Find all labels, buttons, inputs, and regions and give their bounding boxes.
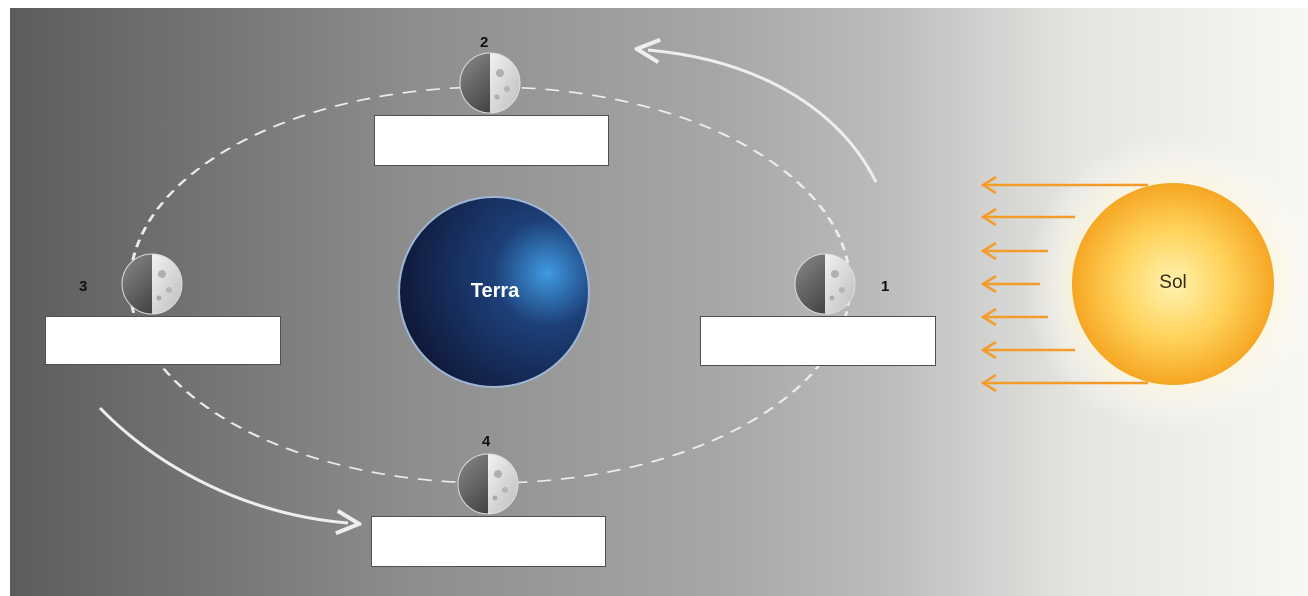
moon-2-number: 2 <box>480 34 489 51</box>
moon-2 <box>459 52 521 114</box>
moon-1 <box>794 253 856 315</box>
sun-light-rays <box>980 175 1148 393</box>
sun-label: Sol <box>1159 272 1187 293</box>
moon-1-number: 1 <box>881 278 890 295</box>
light-ray-arrow <box>980 207 1075 227</box>
moon-1-answer-box[interactable] <box>700 316 936 366</box>
earth-label: Terra <box>470 280 520 302</box>
moon-2-answer-box[interactable] <box>374 115 609 166</box>
orbit-direction-arrow-top <box>648 50 878 183</box>
light-ray-arrow <box>980 307 1048 327</box>
earth <box>398 196 590 388</box>
moon-3-number: 3 <box>79 278 88 295</box>
light-ray-arrow <box>980 241 1048 261</box>
moon-3-answer-box[interactable] <box>45 316 281 365</box>
moon-4-answer-box[interactable] <box>371 516 606 567</box>
moon-4 <box>457 453 519 515</box>
light-ray-arrow <box>980 175 1148 195</box>
light-ray-arrow <box>980 274 1040 294</box>
moon-4-number: 4 <box>482 433 491 450</box>
light-ray-arrow <box>980 340 1075 360</box>
orbit-direction-arrow-bottom <box>98 406 348 523</box>
light-ray-arrow <box>980 373 1148 393</box>
sun <box>1072 183 1274 385</box>
moon-3 <box>121 253 183 315</box>
